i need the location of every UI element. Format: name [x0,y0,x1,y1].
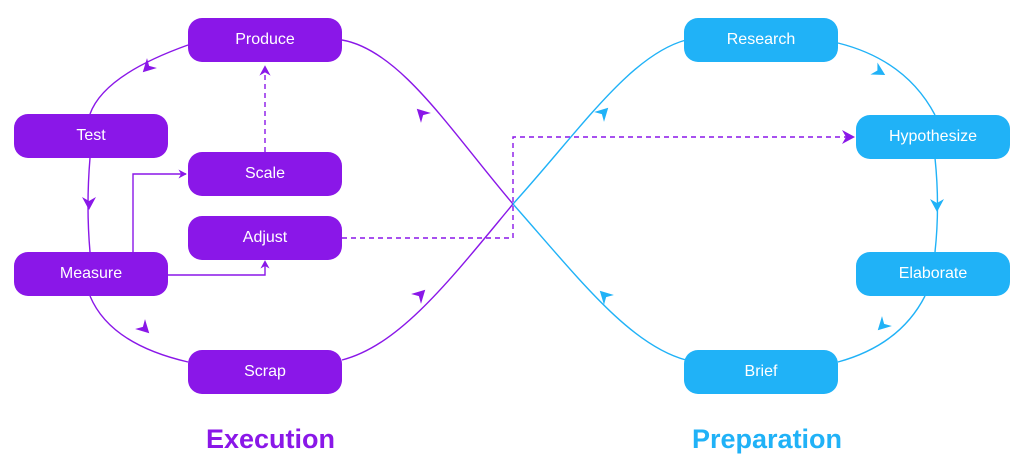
node-hypothesize-label: Hypothesize [888,128,978,145]
node-research-label: Research [726,31,796,48]
arrowhead-elaborate-to-brief [872,316,892,336]
node-measure: Measure [14,252,168,296]
measure-to-scale-connector [132,173,186,252]
node-adjust-label: Adjust [242,229,288,246]
arrowhead-crossing-to-produce [411,103,431,123]
node-brief-label: Brief [744,363,778,380]
scrap-to-crossing-path [341,203,514,361]
node-hypothesize: Hypothesize [856,115,1010,159]
arrowhead-test-to-measure [82,197,96,210]
brief-to-crossing-path [512,203,687,361]
node-test-label: Test [76,127,106,144]
node-scale: Scale [188,152,342,196]
node-measure-label: Measure [59,265,123,282]
arrowhead-produce-to-test [137,58,157,78]
node-produce: Produce [188,18,342,62]
node-elaborate: Elaborate [856,252,1010,296]
adjust-to-hypothesize-connector [342,136,846,239]
crossing-to-research-path [512,39,687,205]
node-test: Test [14,114,168,158]
node-scale-label: Scale [244,165,286,182]
arrowhead-hypothesize-connector [842,130,855,144]
produce-to-test-path [89,44,189,115]
execution-loop [87,39,846,363]
node-scrap-label: Scrap [244,363,286,380]
arrowhead-brief-to-crossing [594,285,614,305]
research-to-hypothesize-path [837,42,936,116]
elaborate-to-brief-path [837,295,926,363]
arrowhead-research-to-hypothesize [870,62,889,82]
node-elaborate-label: Elaborate [898,265,968,282]
execution-arrowheads [82,58,855,339]
measure-to-adjust-connector [166,262,266,276]
preparation-title: Preparation [692,424,843,454]
preparation-loop [512,39,939,363]
arrowhead-scrap-to-crossing [411,284,431,304]
node-brief: Brief [684,350,838,394]
node-adjust: Adjust [188,216,342,260]
node-scrap: Scrap [188,350,342,394]
arrowhead-crossing-to-research [594,102,614,122]
measure-to-scrap-path [89,295,189,363]
execution-title: Execution [206,424,336,454]
arrowhead-produce-connector [259,65,271,76]
node-research: Research [684,18,838,62]
arrowhead-measure-to-scrap [135,319,155,339]
crossing-to-produce-path [341,39,514,205]
node-produce-label: Produce [235,31,295,48]
